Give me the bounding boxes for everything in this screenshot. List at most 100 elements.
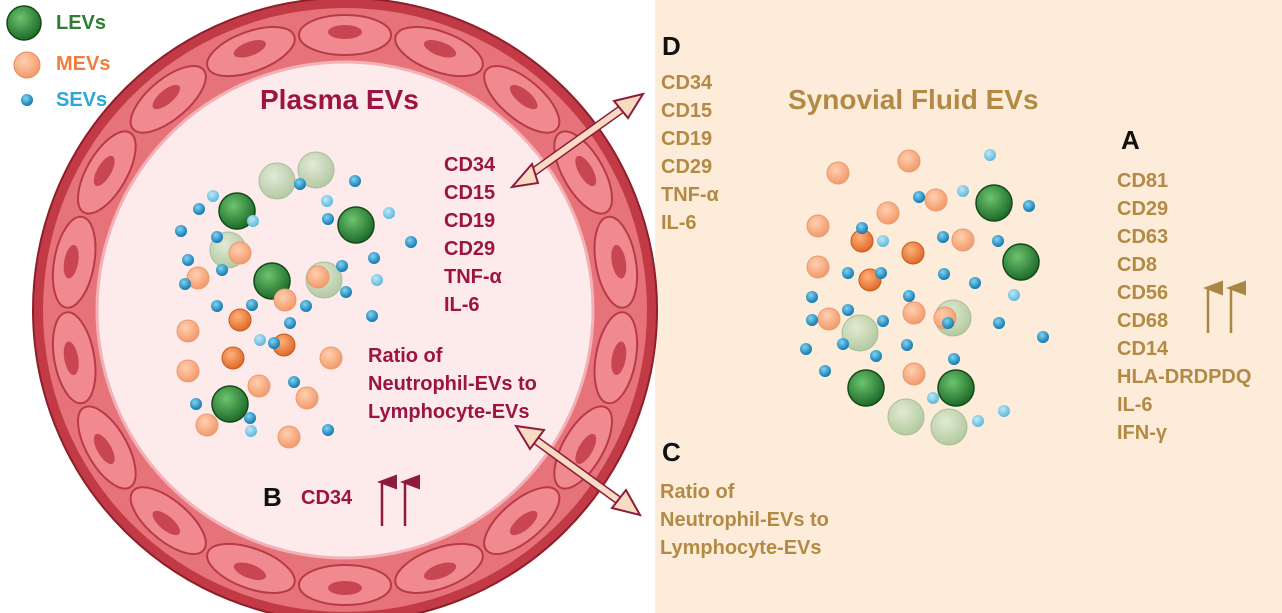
- lev-particle: [218, 192, 256, 230]
- panel-a-marker: CD14: [1117, 338, 1169, 360]
- mev-particle: [897, 149, 921, 173]
- endothelial-cell: [298, 564, 392, 606]
- sev-particle: [969, 277, 981, 289]
- sev-particle: [998, 405, 1010, 417]
- sev-particle: [937, 231, 949, 243]
- sev-particle: [842, 267, 854, 279]
- sev-particle: [1023, 200, 1035, 212]
- sev-particle: [190, 398, 202, 410]
- legend-lev-icon: [6, 5, 42, 41]
- legend-sev-icon: [21, 94, 33, 106]
- sev-particle: [383, 207, 395, 219]
- lev-particle: [937, 369, 975, 407]
- panel-a-marker: CD63: [1117, 226, 1169, 248]
- sev-particle: [992, 235, 1004, 247]
- sev-particle: [901, 339, 913, 351]
- plasma-marker: CD15: [444, 182, 496, 204]
- panel-c-letter: C: [662, 437, 681, 467]
- sev-particle: [877, 235, 889, 247]
- sev-particle: [984, 149, 996, 161]
- mev-particle: [806, 255, 830, 279]
- sev-particle: [244, 412, 256, 424]
- panel-b-marker: CD34: [301, 487, 353, 509]
- sev-particle: [1037, 331, 1049, 343]
- plasma-marker: CD29: [444, 238, 496, 260]
- sev-particle: [942, 317, 954, 329]
- mev-particle: [806, 214, 830, 238]
- endothelial-cell: [77, 130, 137, 215]
- sev-particle: [254, 334, 266, 346]
- lev-particle: [887, 398, 925, 436]
- panel-b-letter: B: [263, 482, 282, 512]
- plasma-ratio-line: Lymphocyte-EVs: [368, 401, 530, 423]
- panel-c-line: Neutrophil-EVs to: [660, 509, 829, 531]
- mev-particle: [195, 413, 219, 437]
- endothelial-cell: [51, 311, 97, 405]
- legend-mev-icon: [13, 51, 41, 79]
- mev-particle: [902, 301, 926, 325]
- lev-particle: [337, 206, 375, 244]
- synovial-panel-background: [655, 0, 1282, 613]
- sev-particle: [247, 215, 259, 227]
- double-arrow-top: [509, 92, 646, 189]
- panel-a-marker-list: CD81 CD29 CD63 CD8 CD56 CD68 CD14 HLA-DR…: [1117, 167, 1251, 447]
- legend-label-mevs: MEVs: [56, 53, 111, 75]
- sev-particle: [903, 290, 915, 302]
- panel-d-marker: CD19: [661, 128, 713, 150]
- sev-particle: [1008, 289, 1020, 301]
- sev-particle: [175, 225, 187, 237]
- sev-particle: [957, 185, 969, 197]
- endothelial-cell: [51, 215, 97, 309]
- sev-particle: [294, 178, 306, 190]
- panel-a-marker: CD29: [1117, 198, 1169, 220]
- plasma-ratio-line: Ratio of: [368, 345, 443, 367]
- lev-particle: [847, 369, 885, 407]
- panel-d-marker: CD34: [661, 72, 713, 94]
- panel-d-marker: CD15: [661, 100, 713, 122]
- plasma-marker: CD19: [444, 210, 496, 232]
- mev-particle: [951, 228, 975, 252]
- mev-particle: [306, 265, 330, 289]
- sev-particle: [870, 350, 882, 362]
- sev-particle: [179, 278, 191, 290]
- lev-particle: [297, 151, 335, 189]
- endothelial-cell: [206, 542, 296, 594]
- panel-d-marker: IL-6: [661, 212, 697, 234]
- sev-particle: [246, 299, 258, 311]
- mev-particle: [273, 288, 297, 312]
- sev-particle: [927, 392, 939, 404]
- sev-particle: [300, 300, 312, 312]
- sev-particle: [842, 304, 854, 316]
- sev-particle: [405, 236, 417, 248]
- sev-particle: [340, 286, 352, 298]
- mev-particle: [176, 319, 200, 343]
- endothelial-cell: [77, 405, 137, 490]
- sev-particle: [336, 260, 348, 272]
- mev-particle: [817, 307, 841, 331]
- sev-particle: [211, 300, 223, 312]
- plasma-title: Plasma EVs: [260, 84, 419, 115]
- sev-particle: [193, 203, 205, 215]
- lev-particle: [258, 162, 296, 200]
- sev-particle: [938, 268, 950, 280]
- panel-a-marker: CD68: [1117, 310, 1169, 332]
- sev-particle: [288, 376, 300, 388]
- mev-particle: [319, 346, 343, 370]
- plasma-ratio-text: Ratio of Neutrophil-EVs to Lymphocyte-EV…: [368, 342, 537, 426]
- endothelial-cells: [51, 14, 639, 606]
- panel-a-marker: CD8: [1117, 254, 1158, 276]
- vessel-lumen: [95, 60, 595, 560]
- lev-particle: [841, 314, 879, 352]
- lev-particle: [1002, 243, 1040, 281]
- sev-particle: [207, 190, 219, 202]
- mev-particle: [901, 241, 925, 265]
- sev-particle: [371, 274, 383, 286]
- panel-a-marker: CD81: [1117, 170, 1169, 192]
- plasma-marker-list: CD34 CD15 CD19 CD29 TNF-α IL-6: [444, 151, 502, 319]
- plasma-marker: TNF-α: [444, 266, 502, 288]
- plasma-marker: CD34: [444, 154, 496, 176]
- sev-particle: [877, 315, 889, 327]
- lev-particle: [211, 385, 249, 423]
- plasma-marker: IL-6: [444, 294, 480, 316]
